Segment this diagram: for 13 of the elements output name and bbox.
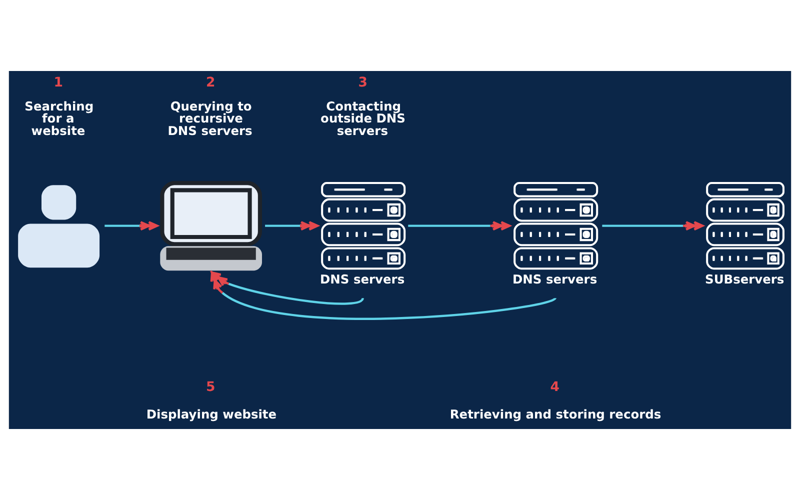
label: 5: [206, 380, 216, 396]
node-label: 1: [54, 76, 63, 91]
node-label: Searching for a website: [24, 99, 94, 138]
node-label: Querying to recursive DNS servers: [168, 99, 252, 138]
node-label: SUBservers: [705, 272, 784, 286]
node-label: DNS servers: [320, 272, 405, 286]
label: 4: [550, 380, 560, 396]
node-label: 3: [358, 76, 368, 91]
node-label: Contacting outside DNS servers: [320, 99, 406, 138]
node-label: 2: [206, 76, 216, 91]
label: Retrieving and storing records: [450, 407, 662, 422]
node-label: DNS servers: [512, 272, 598, 286]
label: Displaying website: [146, 407, 277, 422]
